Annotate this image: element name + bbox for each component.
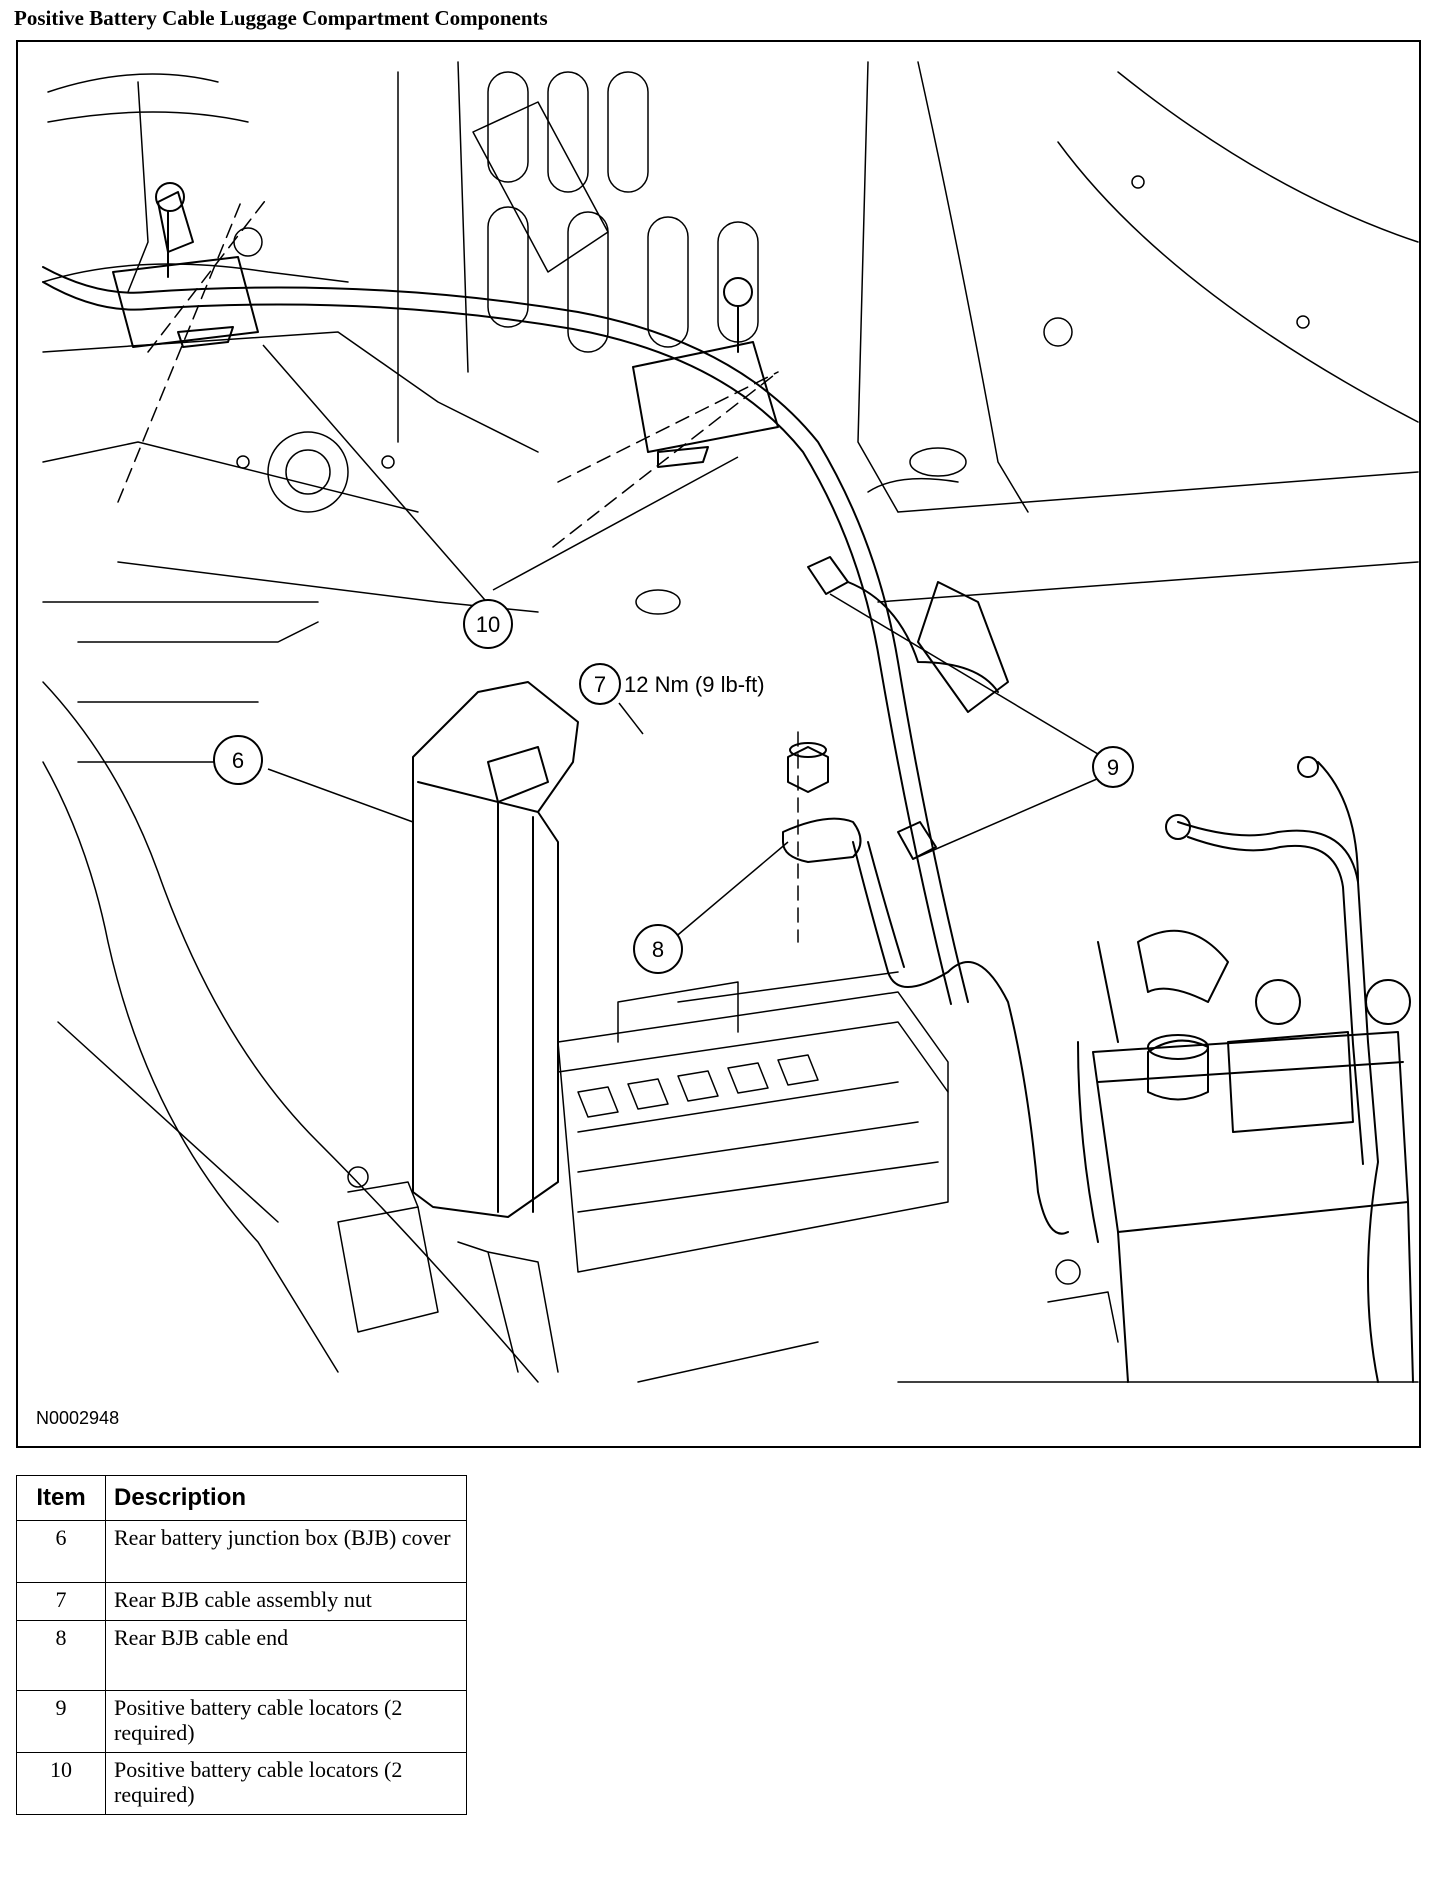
bjb-cover [412,681,579,1218]
legend-item-description: Positive battery cable locators (2 requi… [105,1752,467,1815]
legend-item-number: 7 [16,1582,106,1621]
legend-item-number: 6 [16,1520,106,1583]
callout-8: 8 [633,924,683,974]
table-row: 6 Rear battery junction box (BJB) cover [16,1520,467,1583]
legend-header-description: Description [105,1475,467,1521]
legend-item-number: 9 [16,1690,106,1753]
torque-spec-label: 12 Nm (9 lb-ft) [624,672,765,697]
positive-battery-cable [42,266,969,1005]
callout-10: 10 [463,599,513,649]
table-row: 8 Rear BJB cable end [16,1620,467,1691]
legend-item-number: 8 [16,1620,106,1691]
svg-text:6: 6 [232,748,244,773]
callout-9: 9 [1092,746,1134,788]
bracket-hardware [337,1166,1119,1373]
cable-locator-left [112,182,259,348]
ground-cable [1165,756,1379,1383]
leader-lines [262,344,1114,940]
svg-text:7: 7 [594,672,606,697]
diagram-frame: 10 7 12 Nm (9 lb-ft) 6 9 8 N0002948 [16,40,1421,1448]
battery [1077,929,1414,1383]
svg-text:10: 10 [476,612,500,637]
cable-locator-center [632,277,779,468]
legend-item-description: Positive battery cable locators (2 requi… [105,1690,467,1753]
table-row: 10 Positive battery cable locators (2 re… [16,1752,467,1815]
legend-item-number: 10 [16,1752,106,1815]
body-panel-lines [42,61,1419,1383]
table-row: 7 Rear BJB cable assembly nut [16,1582,467,1621]
component-illustration: 10 7 12 Nm (9 lb-ft) 6 9 8 [42,61,1419,1383]
locator-guide-lines [117,196,799,943]
legend-header-item: Item [16,1475,106,1521]
table-row: 9 Positive battery cable locators (2 req… [16,1690,467,1753]
cable-locator-clips [807,556,1009,860]
legend-header-row: Item Description [16,1475,467,1521]
callout-7: 7 12 Nm (9 lb-ft) [579,663,765,705]
legend-item-description: Rear battery junction box (BJB) cover [105,1520,467,1583]
legend-item-description: Rear BJB cable end [105,1620,467,1691]
junction-box [557,971,949,1273]
svg-text:8: 8 [652,937,664,962]
legend-table: Item Description 6 Rear battery junction… [16,1475,467,1815]
legend-item-description: Rear BJB cable assembly nut [105,1582,467,1621]
page-title: Positive Battery Cable Luggage Compartme… [14,6,548,30]
bjb-cable-end [782,817,1069,1235]
bjb-cable-assembly-nut [787,742,829,793]
panel-openings [233,71,1310,615]
figure-id: N0002948 [36,1408,120,1428]
svg-text:9: 9 [1107,755,1119,780]
callout-6: 6 [213,735,263,785]
